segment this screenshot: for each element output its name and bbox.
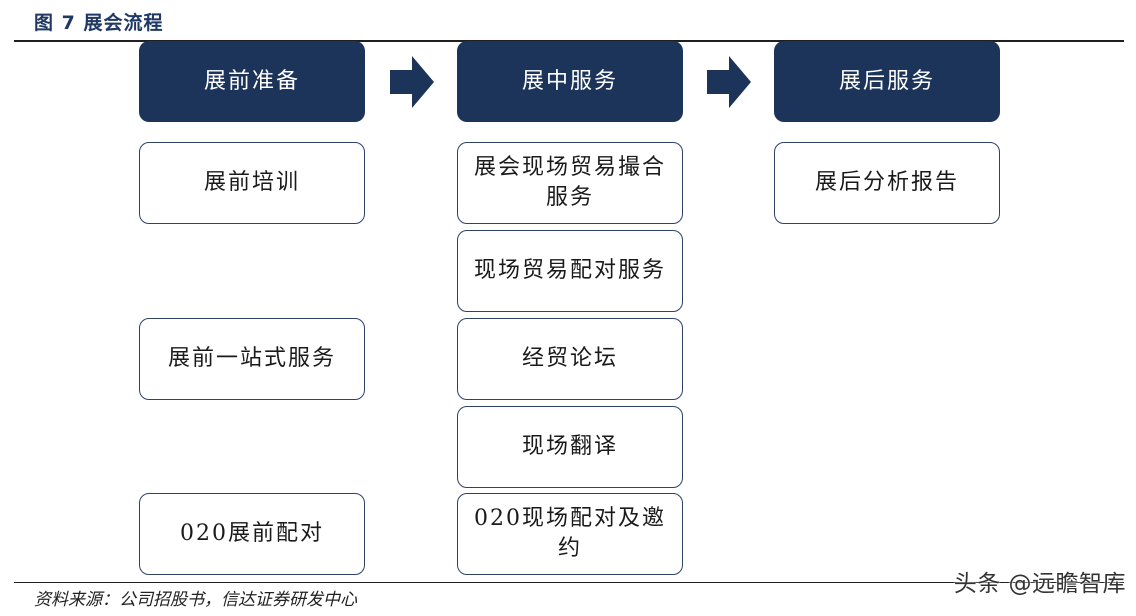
item-pre-training: 展前培训 xyxy=(139,142,365,224)
header-post-exhibition: 展后服务 xyxy=(774,41,1000,122)
bottom-rule xyxy=(14,582,1124,583)
item-onsite-trade-pairing: 现场贸易配对服务 xyxy=(457,230,683,312)
source-note: 资料来源：公司招股书，信达证券研发中心 xyxy=(34,590,357,610)
item-trade-forum: 经贸论坛 xyxy=(457,318,683,400)
item-onsite-translation: 现场翻译 xyxy=(457,406,683,488)
right-arrow-icon xyxy=(707,56,751,108)
item-onsite-trade-matchmaking: 展会现场贸易撮合服务 xyxy=(457,142,683,224)
header-pre-exhibition: 展前准备 xyxy=(139,41,365,122)
header-during-exhibition: 展中服务 xyxy=(457,41,683,122)
item-pre-one-stop-service: 展前一站式服务 xyxy=(139,318,365,400)
right-arrow-icon xyxy=(390,56,434,108)
item-onsite-o2o-invitation: 020现场配对及邀约 xyxy=(457,493,683,575)
watermark: 头条 @远瞻智库 xyxy=(953,571,1126,597)
item-post-analysis-report: 展后分析报告 xyxy=(774,142,1000,224)
item-pre-o2o-matching: 020展前配对 xyxy=(139,493,365,575)
figure-title: 图 7 展会流程 xyxy=(34,12,164,34)
